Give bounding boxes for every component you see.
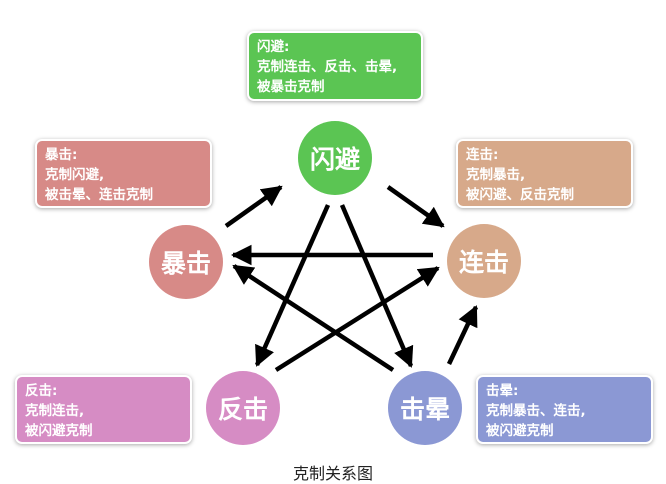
box-stun-title: 击晕: [486,383,519,399]
node-crit: 暴击 [149,225,223,299]
box-dodge-line2: 被暴击克制 [257,79,325,95]
box-combo-line2: 被闪避、反击克制 [466,187,574,203]
box-dodge-title: 闪避: [257,39,290,55]
box-stun-line1: 克制暴击、连击, [486,403,586,419]
box-combo: 连击: 克制暴击, 被闪避、反击克制 [456,139,633,208]
node-dodge: 闪避 [298,121,372,195]
box-crit-line2: 被击晕、连击克制 [45,187,153,203]
box-combo-line1: 克制暴击, [466,167,526,183]
arrow-dodge-to-combo [386,185,445,228]
box-crit-title: 暴击: [45,147,78,163]
box-dodge: 闪避: 克制连击、反击、击晕, 被暴击克制 [247,31,423,101]
arrow-dodge-to-stun [339,204,414,368]
box-counter-title: 反击: [25,383,58,399]
arrow-stun-to-combo [446,305,479,365]
box-combo-title: 连击: [466,147,499,163]
arrow-stun-to-crit [232,264,395,372]
box-crit: 暴击: 克制闪避, 被击晕、连击克制 [35,139,212,208]
node-counter: 反击 [206,371,280,445]
box-crit-line1: 克制闪避, [45,167,105,183]
box-stun-line2: 被闪避克制 [486,423,554,439]
arrow-counter-to-combo [274,266,440,372]
box-dodge-line1: 克制连击、反击、击晕, [257,59,398,75]
box-stun: 击晕: 克制暴击、连击, 被闪避克制 [476,375,653,444]
node-stun: 击晕 [388,371,462,445]
box-counter-line2: 被闪避克制 [25,423,93,439]
diagram-caption: 克制关系图 [292,464,373,483]
box-counter-line1: 克制连击, [25,403,85,419]
arrow-dodge-to-counter [254,204,331,367]
box-counter: 反击: 克制连击, 被闪避克制 [15,375,192,444]
arrow-crit-to-dodge [224,185,283,228]
node-combo: 连击 [447,224,521,298]
